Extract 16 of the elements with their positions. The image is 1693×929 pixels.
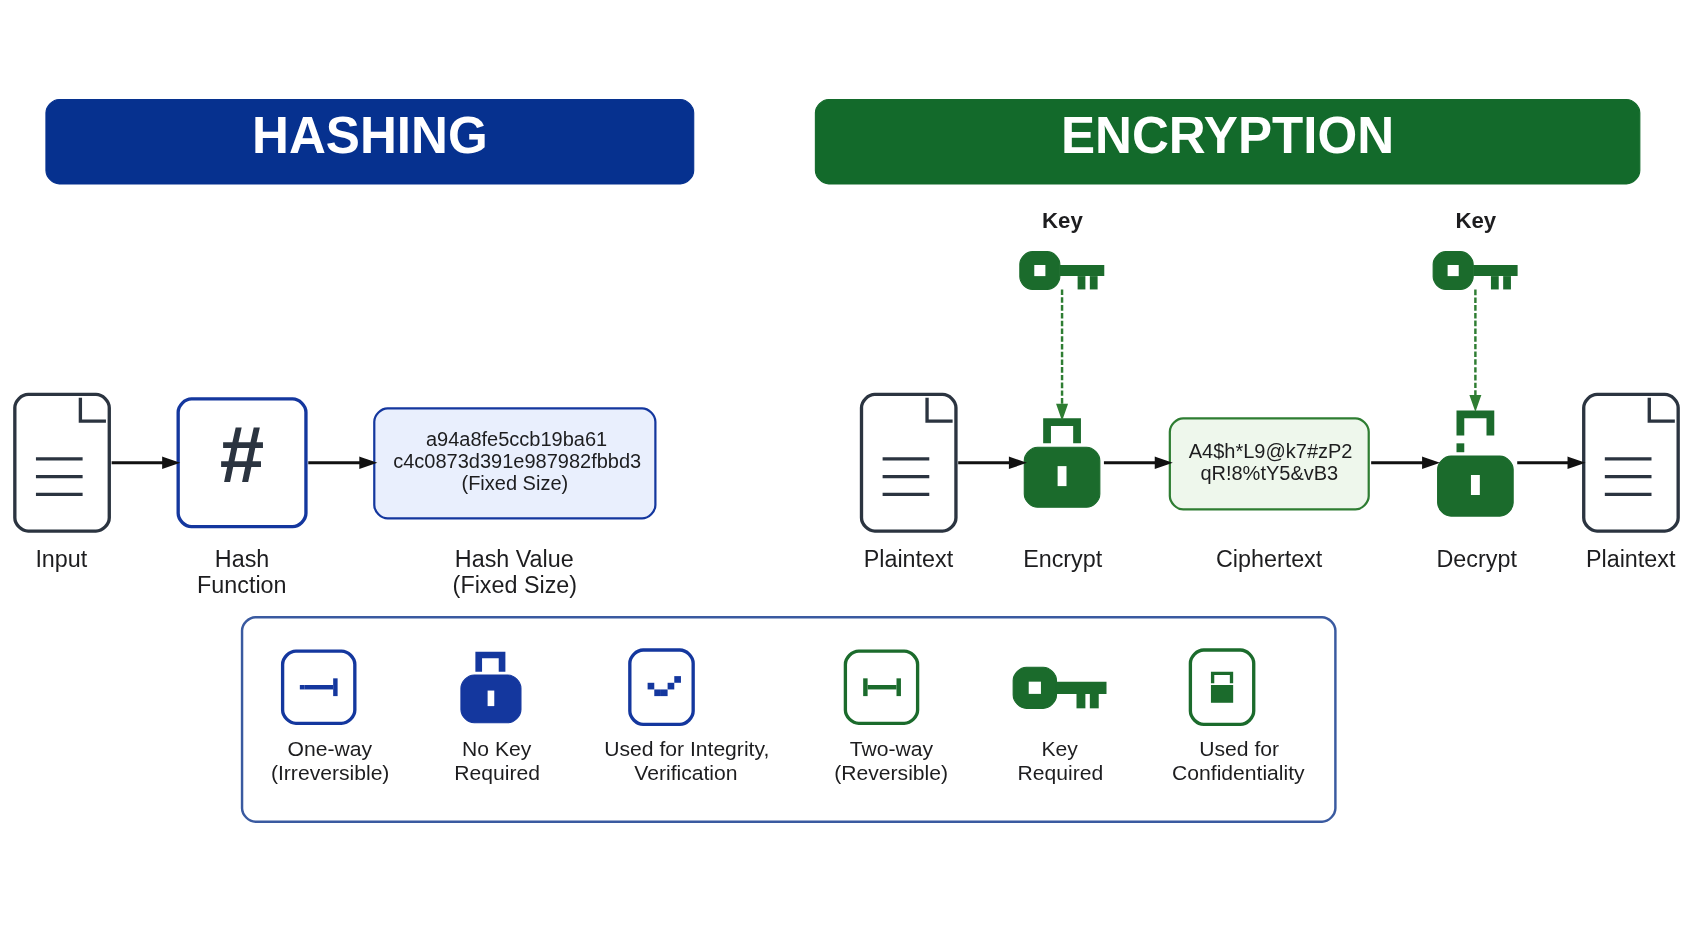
node-label: Two-way (Reversible) bbox=[834, 736, 949, 784]
node-label: Hash Value (Fixed Size) bbox=[452, 545, 578, 598]
node-label: Used for Integrity, Verification bbox=[604, 736, 770, 784]
node-label: Ciphertext bbox=[1215, 545, 1323, 572]
node-label: Plaintext bbox=[863, 545, 954, 572]
node-label: Hash Function bbox=[197, 545, 287, 598]
node-label: Key bbox=[1455, 207, 1497, 233]
node-label: Plaintext bbox=[1585, 545, 1676, 572]
node-label: Key bbox=[1042, 207, 1083, 233]
node-label: Key Required bbox=[1017, 736, 1104, 784]
node-label: One-way (Irreversible) bbox=[270, 736, 390, 784]
node-label: Used for Confidentiality bbox=[1172, 736, 1305, 784]
node-label: Decrypt bbox=[1436, 545, 1517, 572]
node-label: No Key Required bbox=[454, 736, 540, 784]
node-label: Input bbox=[35, 545, 88, 572]
node-label: Encrypt bbox=[1023, 545, 1103, 572]
